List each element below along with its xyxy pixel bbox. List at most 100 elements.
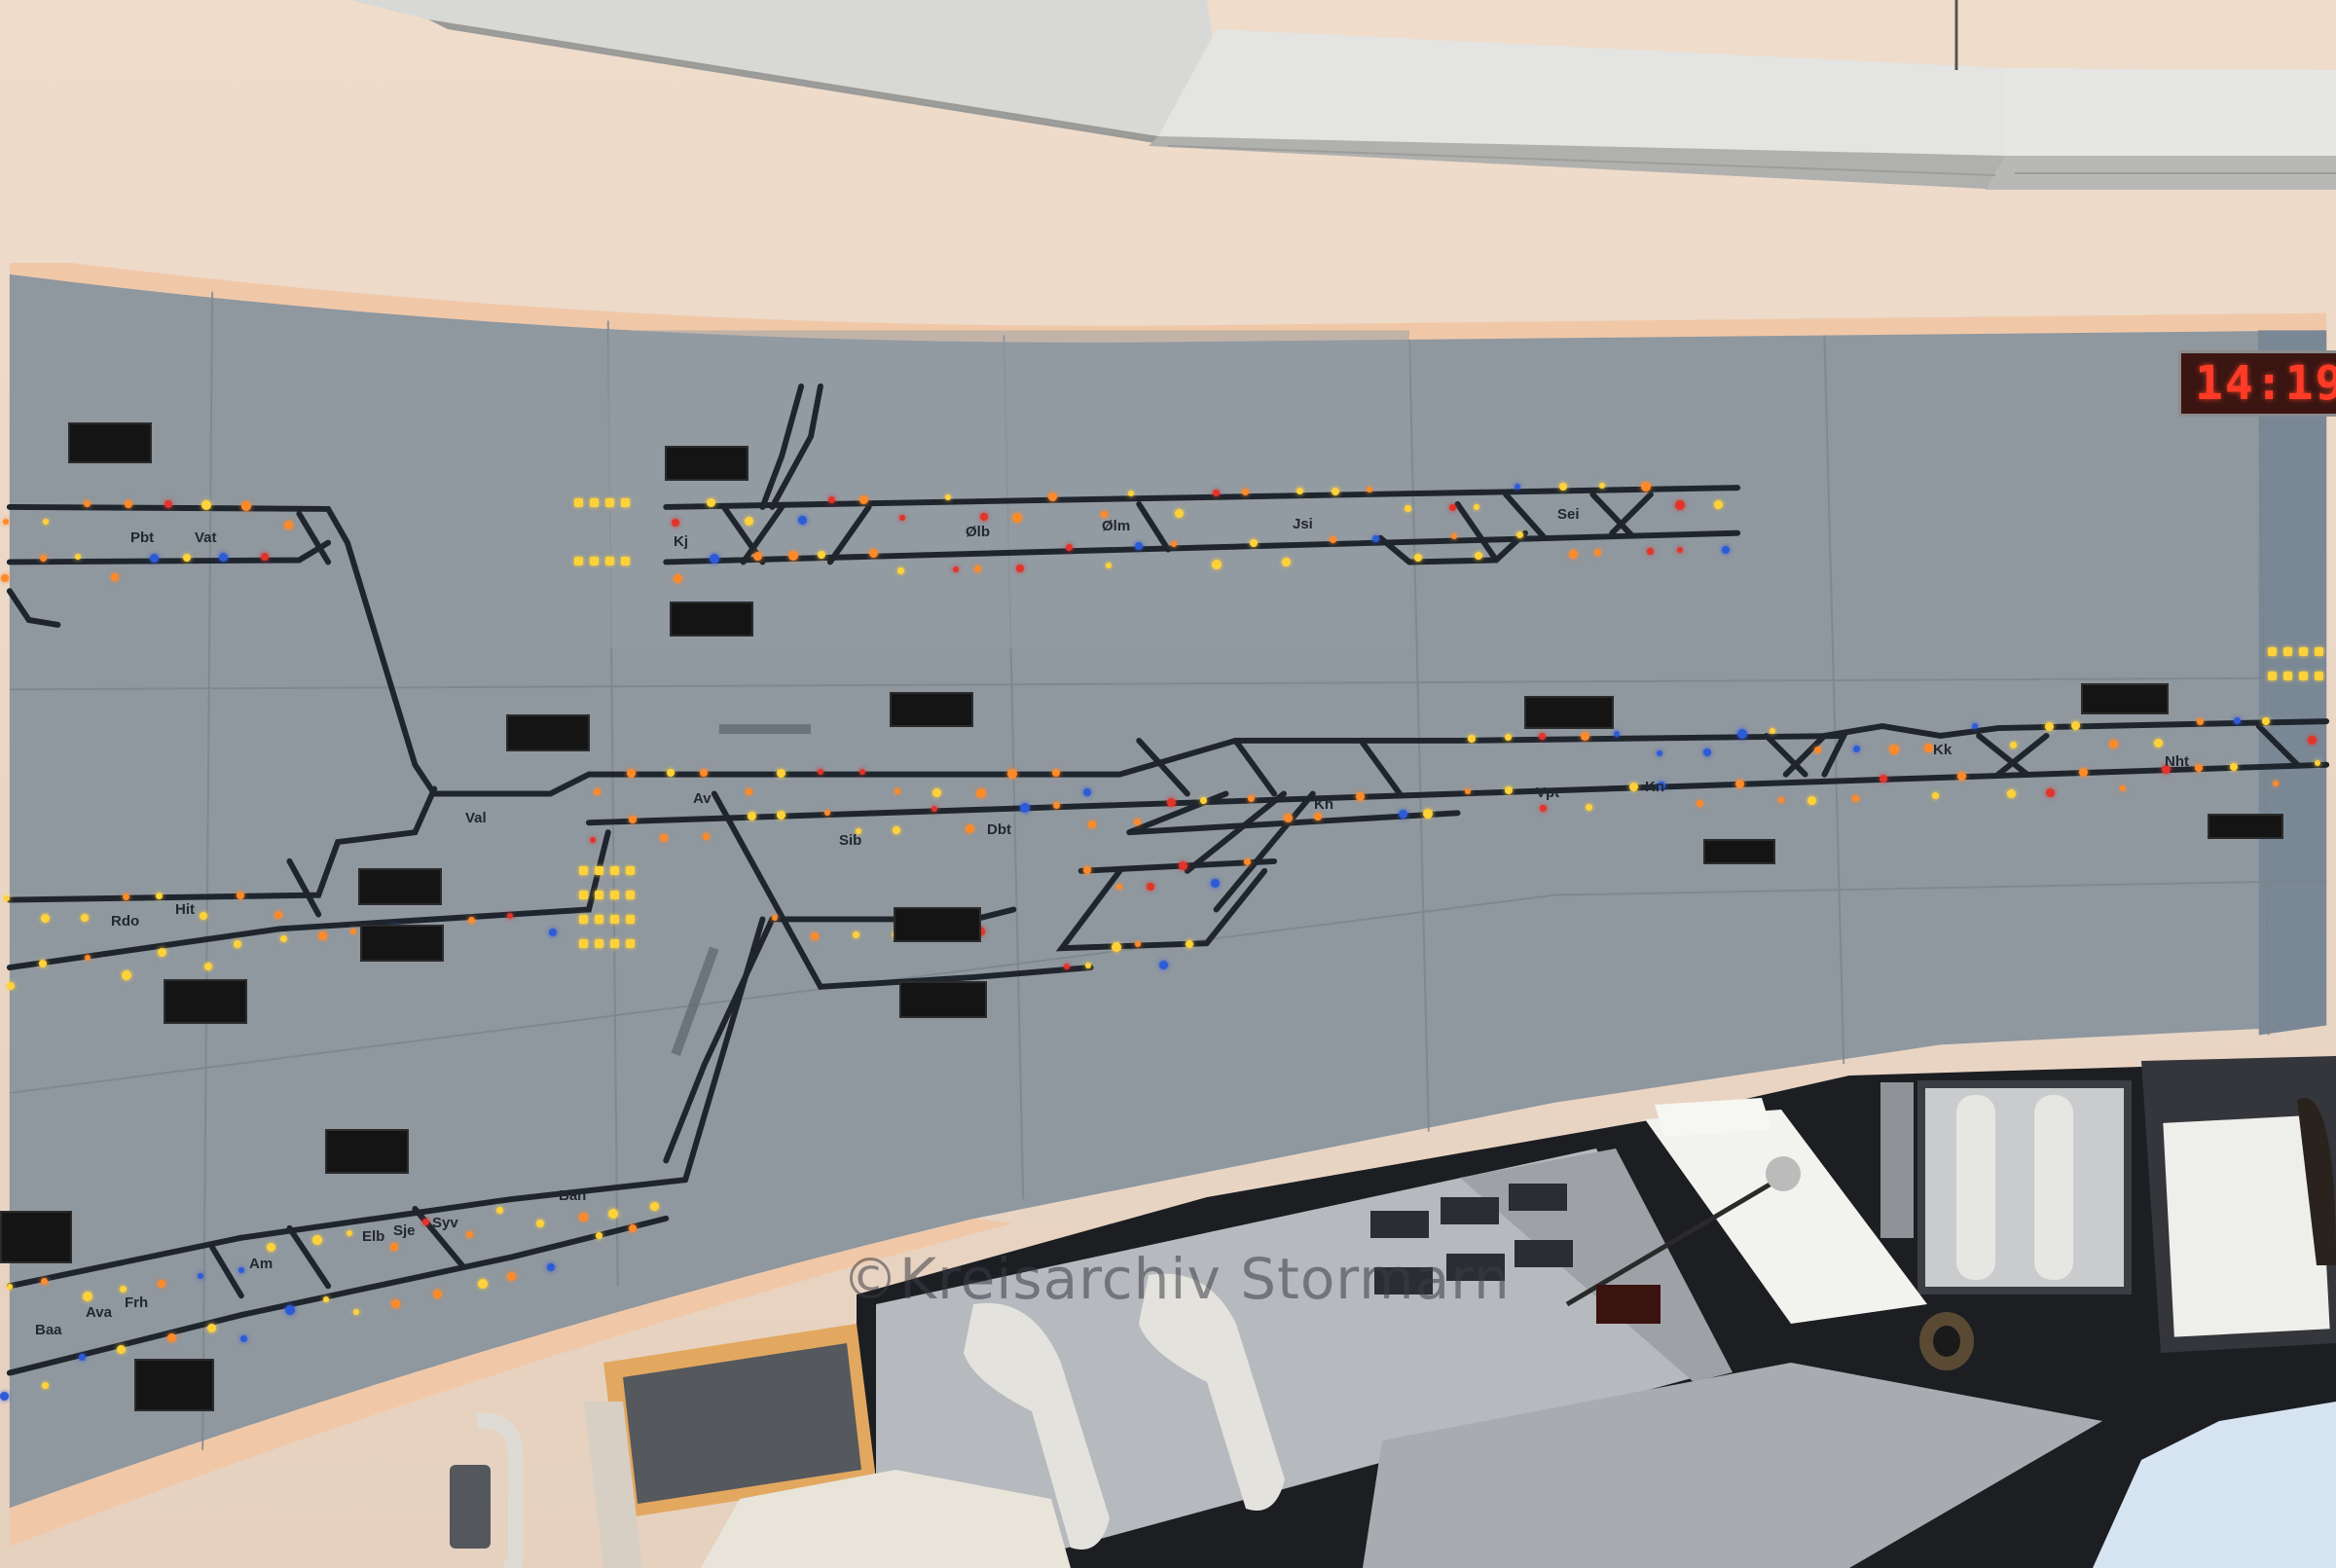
indicator-lamp (237, 1266, 244, 1273)
indicator-lamp (1516, 531, 1524, 539)
indicator-lamp (117, 1344, 127, 1354)
indicator-lamp (261, 553, 270, 562)
indicator-lamp (2119, 785, 2126, 792)
indicator-lamp (1051, 769, 1060, 777)
indicator-lamp (2283, 672, 2292, 680)
indicator-lamp (432, 1290, 442, 1299)
train-number-display (899, 981, 987, 1018)
indicator-lamp (605, 498, 614, 507)
indicator-lamp (467, 916, 475, 924)
indicator-lamp (1134, 819, 1142, 826)
indicator-lamp (3, 519, 10, 526)
indicator-lamp (797, 516, 807, 526)
indicator-lamp (1658, 782, 1666, 790)
station-label: Jsi (1293, 516, 1313, 532)
train-number-display (164, 979, 247, 1024)
indicator-lamp (1656, 749, 1662, 756)
indicator-lamp (119, 1285, 127, 1293)
indicator-lamp (1249, 538, 1258, 547)
station-label: Pbt (130, 529, 155, 546)
indicator-lamp (1282, 557, 1292, 566)
indicator-lamp (856, 827, 862, 834)
indicator-lamp (1019, 803, 1030, 814)
indicator-lamp (1593, 549, 1601, 557)
indicator-lamp (811, 932, 820, 941)
indicator-lamp (1313, 813, 1322, 820)
digital-clock: 14:19 (2178, 350, 2336, 417)
station-label: Vat (195, 529, 217, 546)
station-label: Kj (674, 533, 688, 550)
indicator-lamp (312, 1235, 323, 1246)
indicator-lamp (1087, 820, 1096, 828)
station-label: Val (465, 810, 487, 826)
indicator-lamp (1640, 481, 1651, 492)
train-number-display (0, 1211, 72, 1263)
train-number-display (2208, 814, 2283, 839)
indicator-lamp (965, 823, 974, 833)
indicator-lamp (1146, 882, 1154, 891)
indicator-lamp (626, 891, 635, 899)
indicator-lamp (626, 915, 635, 924)
indicator-lamp (1448, 504, 1456, 512)
indicator-lamp (1580, 732, 1589, 742)
indicator-lamp (1735, 779, 1745, 788)
clock-time: 14:19 (2195, 356, 2336, 411)
indicator-lamp (41, 1278, 48, 1286)
indicator-lamp (1296, 488, 1303, 495)
indicator-lamp (2109, 740, 2119, 749)
indicator-lamp (2261, 716, 2270, 725)
station-label: Elb (362, 1228, 385, 1245)
indicator-lamp (745, 788, 752, 795)
indicator-lamp (1714, 499, 1724, 509)
station-label: Vpt (1536, 784, 1560, 801)
train-number-display (665, 446, 748, 481)
indicator-lamp (267, 1242, 276, 1252)
indicator-lamp (347, 1230, 353, 1237)
indicator-lamp (1932, 791, 1940, 799)
indicator-lamp (1558, 483, 1567, 492)
indicator-lamp (710, 553, 720, 564)
indicator-lamp (1331, 487, 1339, 495)
indicator-lamp (2070, 721, 2080, 731)
indicator-lamp (1063, 963, 1070, 969)
indicator-lamp (422, 1218, 430, 1225)
indicator-lamp (1696, 799, 1703, 807)
indicator-lamp (858, 495, 868, 505)
indicator-lamp (1179, 860, 1188, 870)
indicator-lamp (200, 911, 208, 920)
indicator-lamp (747, 812, 756, 821)
indicator-lamp (2315, 759, 2321, 766)
indicator-lamp (7, 982, 16, 991)
indicator-lamp (164, 500, 173, 509)
indicator-lamp (626, 939, 635, 948)
indicator-lamp (1083, 865, 1092, 874)
train-number-display (325, 1129, 409, 1174)
indicator-lamp (2230, 762, 2239, 771)
station-label: Syv (432, 1215, 458, 1231)
indicator-lamp (39, 959, 47, 967)
indicator-lamp (595, 891, 603, 899)
indicator-lamp (745, 517, 754, 527)
indicator-lamp (2194, 763, 2203, 772)
indicator-lamp (1629, 783, 1639, 792)
indicator-lamp (702, 832, 710, 840)
indicator-lamp (1355, 791, 1365, 801)
indicator-lamp (932, 788, 942, 797)
indicator-lamp (1540, 805, 1548, 813)
train-number-display (134, 1359, 214, 1411)
indicator-lamp (574, 498, 583, 507)
indicator-lamp (2046, 787, 2056, 797)
indicator-lamp (579, 1213, 589, 1222)
train-number-display (1703, 839, 1775, 864)
train-number-display (506, 714, 590, 751)
indicator-lamp (1011, 512, 1022, 523)
indicator-lamp (156, 893, 164, 900)
indicator-lamp (1007, 769, 1018, 779)
indicator-lamp (1243, 857, 1251, 865)
indicator-lamp (125, 499, 133, 508)
indicator-lamp (1112, 942, 1122, 953)
indicator-lamp (700, 769, 709, 777)
indicator-lamp (41, 914, 51, 924)
indicator-lamp (1586, 803, 1593, 811)
indicator-lamp (507, 912, 514, 919)
